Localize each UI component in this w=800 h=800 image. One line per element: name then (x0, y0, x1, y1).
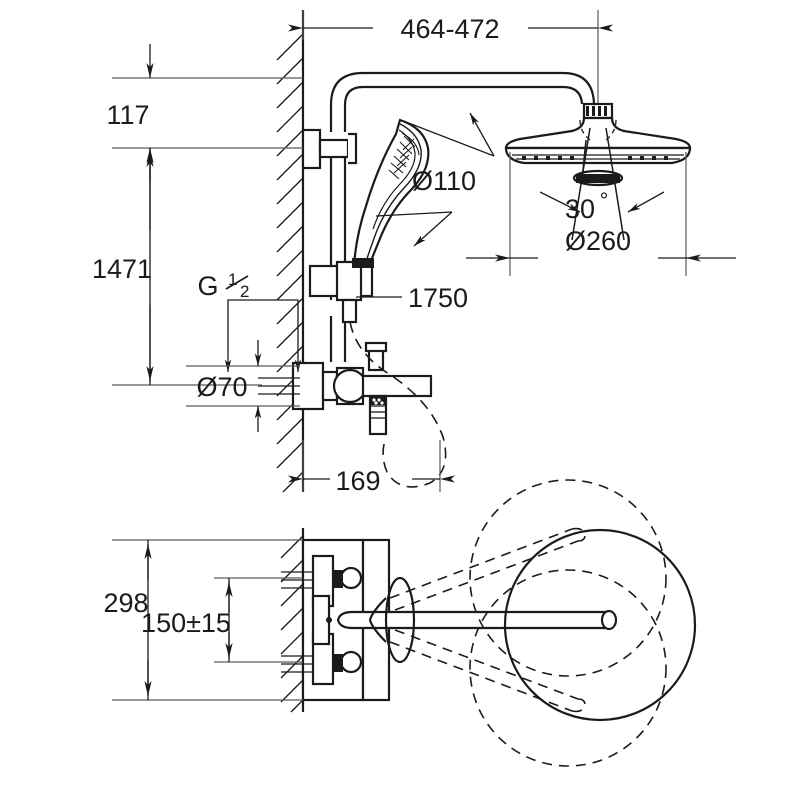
dim-label-degree-symbol: ° (600, 188, 609, 213)
dim-escutcheon-dia: Ø70 (186, 340, 300, 432)
dim-label-spray-angle: 30 (565, 194, 595, 224)
callout-hose-length: 1750 (356, 283, 468, 313)
callout-spray-angle: 30 ° (539, 188, 665, 224)
dim-label-thread: G (197, 271, 218, 301)
wall-section (276, 10, 305, 493)
plan-swivel-range (469, 479, 667, 767)
plan-arm-rotated (389, 527, 586, 713)
dim-label-head-dia: Ø260 (565, 226, 631, 256)
dim-label-inlet-spacing: 150±15 (141, 608, 231, 638)
upper-wall-bracket (301, 128, 358, 170)
hand-shower (352, 118, 430, 268)
dim-label-escutcheon-dia: Ø70 (196, 372, 247, 402)
plan-head-outline (503, 528, 697, 722)
plan-arm-tip (600, 609, 618, 631)
dim-label-top-offset: 117 (106, 100, 149, 130)
dim-label-thread-numerator: 1 (228, 270, 237, 289)
dim-head-dia: Ø260 (466, 152, 736, 276)
dim-label-plan-height: 298 (103, 588, 148, 618)
dim-label-projection: 169 (335, 466, 380, 496)
plan-shower-arm (336, 576, 612, 664)
thermostatic-mixer (258, 341, 433, 436)
callout-thread-size: G 1 2 (197, 270, 302, 372)
dim-inlet-spacing: 150±15 (141, 577, 303, 663)
head-shower-detail: 30 ° Ø260 (466, 102, 736, 276)
plan-view: 298 150±15 (103, 479, 697, 767)
callout-hand-shower-dia: Ø110 (375, 112, 495, 247)
dim-plan-height: 298 (103, 539, 303, 701)
dim-label-hose-length: 1750 (408, 283, 468, 313)
dim-projection: 169 (288, 440, 455, 496)
dim-label-total-height: 1471 (92, 254, 152, 284)
dim-wall-to-head: 464-472 (288, 10, 613, 108)
dim-label-hand-shower-dia: Ø110 (412, 166, 476, 196)
wall-hatching (276, 33, 304, 493)
dim-label-thread-denominator: 2 (240, 282, 249, 301)
flexible-hose (349, 321, 447, 488)
dim-total-height: 1471 (92, 148, 262, 386)
elevation-view: 464-472 117 1471 G 1 2 (92, 10, 613, 496)
slider-bracket (308, 260, 374, 324)
dim-label-wall-to-head: 464-472 (400, 14, 499, 44)
